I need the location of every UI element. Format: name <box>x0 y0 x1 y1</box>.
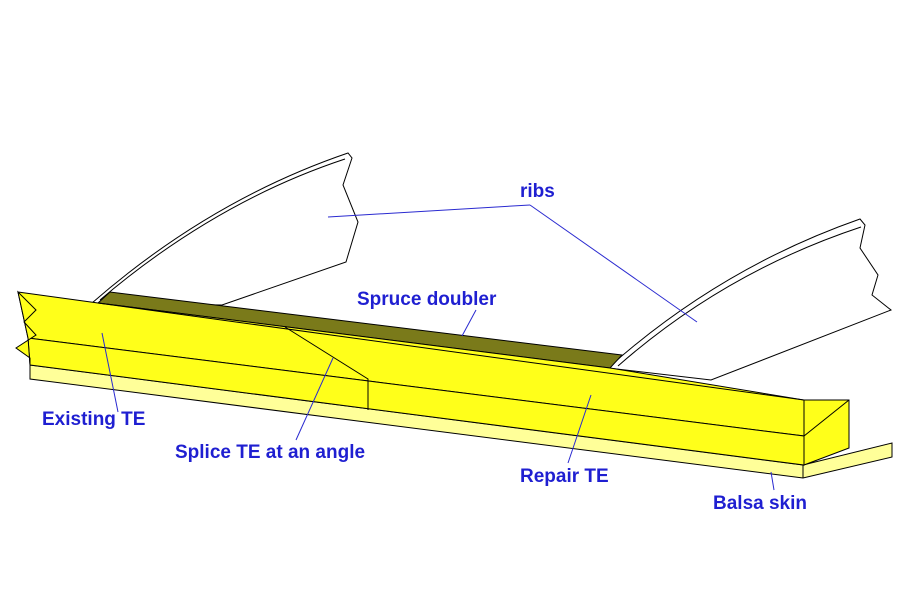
spruce-doubler-label: Spruce doubler <box>357 289 497 310</box>
splice-leader <box>295 357 334 441</box>
left-rib <box>90 152 359 306</box>
existing-te-label: Existing TE <box>42 409 145 430</box>
right-rib <box>606 218 892 381</box>
repair-te-leader <box>567 394 592 464</box>
balsa-leader <box>770 471 775 491</box>
repair-te-label: Repair TE <box>520 466 609 487</box>
existing-te-leader <box>101 332 119 413</box>
balsa-skin-label: Balsa skin <box>713 493 807 514</box>
spruce-leader <box>461 309 477 337</box>
splice-label: Splice TE at an angle <box>175 442 365 463</box>
leader-lines <box>101 204 775 491</box>
ribs-label: ribs <box>520 181 555 202</box>
ribs-leader-right <box>529 204 698 323</box>
trailing-edge-stock <box>15 290 850 466</box>
ribs-leader-left <box>327 204 531 218</box>
